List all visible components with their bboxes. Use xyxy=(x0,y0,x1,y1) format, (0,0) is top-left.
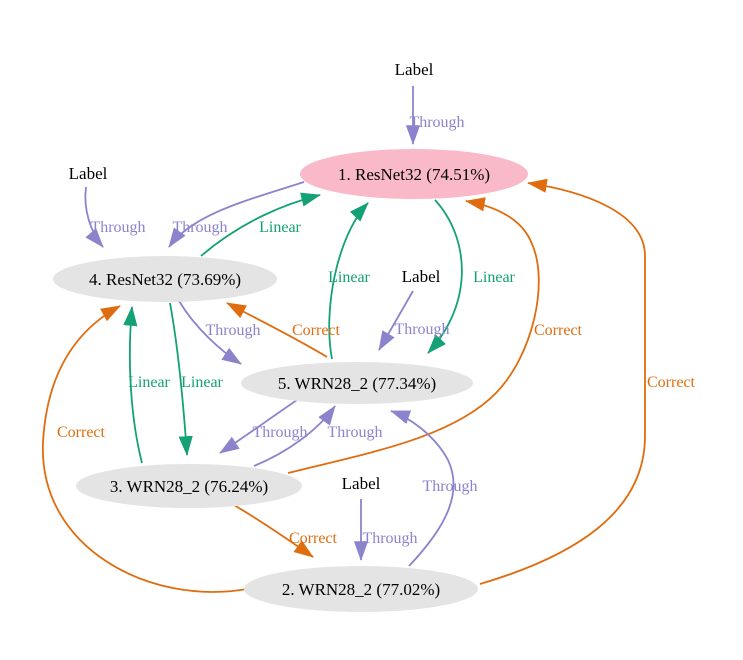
edge-3-to-2-correct xyxy=(233,504,314,558)
edge-label-1-5: Linear xyxy=(473,269,515,286)
node-5-ellipse xyxy=(241,362,473,404)
input-label-bottom: Label xyxy=(342,474,381,493)
node-3-label: 3. WRN28_2 (76.24%) xyxy=(110,477,268,496)
edge-label-2-4: Correct xyxy=(57,424,106,441)
edge-3-to-4-linear xyxy=(123,306,143,464)
node-4-ellipse xyxy=(53,256,277,302)
edge-5-to-3-through xyxy=(219,399,298,454)
node-1-ellipse xyxy=(300,149,528,199)
node-1-resnet32: 1. ResNet32 (74.51%) xyxy=(300,149,528,199)
nodes: 1. ResNet32 (74.51%) 4. ResNet32 (73.69%… xyxy=(53,149,528,612)
edge-labels: Through Through Through Linear Linear Li… xyxy=(57,114,696,547)
edge-label-4-1: Linear xyxy=(259,219,301,236)
node-2-ellipse xyxy=(244,566,478,612)
edge-3-to-1-correct xyxy=(287,197,540,474)
edge-label-labeltop-1: Through xyxy=(409,114,464,131)
edge-4-to-3-linear xyxy=(169,302,193,456)
edge-2-to-5-through xyxy=(390,410,455,567)
edge-3-to-5-through xyxy=(253,405,336,467)
edge-4-to-1-linear xyxy=(200,192,321,257)
edge-labelleft-to-4-through xyxy=(84,186,104,248)
edge-label-5-3: Through xyxy=(252,424,307,441)
edge-5-to-1-linear xyxy=(328,202,369,360)
input-label-top: Label xyxy=(395,60,434,79)
input-label-middle: Label xyxy=(402,267,441,286)
edge-label-5-4: Correct xyxy=(292,322,341,339)
edge-5-to-4-correct xyxy=(226,302,328,358)
node-1-label: 1. ResNet32 (74.51%) xyxy=(338,165,490,184)
edge-label-3-1: Correct xyxy=(534,322,583,339)
node-3-ellipse xyxy=(76,464,302,508)
edge-label-1-4: Through xyxy=(172,219,227,236)
node-4-label: 4. ResNet32 (73.69%) xyxy=(89,270,241,289)
node-4-resnet32: 4. ResNet32 (73.69%) xyxy=(53,256,277,302)
edge-label-4-5: Through xyxy=(205,322,260,339)
node-5-label: 5. WRN28_2 (77.34%) xyxy=(278,374,436,393)
edge-label-4-3: Linear xyxy=(181,374,223,391)
edge-label-labelbottom-2: Through xyxy=(362,530,417,547)
input-label-left: Label xyxy=(69,164,108,183)
input-labels: Label Label Label Label xyxy=(69,60,441,493)
edge-label-3-2: Correct xyxy=(289,530,338,547)
edge-label-labelmiddle-5: Through xyxy=(394,321,449,338)
edge-1-to-5-linear xyxy=(427,199,463,354)
edge-labelmiddle-to-5-through xyxy=(378,290,414,351)
node-5-wrn28-2: 5. WRN28_2 (77.34%) xyxy=(241,362,473,404)
edge-4-to-5-through xyxy=(178,300,242,365)
node-3-wrn28-2: 3. WRN28_2 (76.24%) xyxy=(76,464,302,508)
edges xyxy=(42,86,646,593)
node-2-wrn28-2: 2. WRN28_2 (77.02%) xyxy=(244,566,478,612)
edge-2-to-4-correct xyxy=(42,305,248,593)
edge-label-labelleft-4: Through xyxy=(90,219,145,236)
edge-label-2-1: Correct xyxy=(647,374,696,391)
node-2-label: 2. WRN28_2 (77.02%) xyxy=(282,580,440,599)
edge-label-3-4: Linear xyxy=(128,374,170,391)
edge-label-5-1: Linear xyxy=(328,269,370,286)
edge-label-2-5: Through xyxy=(422,478,477,495)
edge-1-to-4-through xyxy=(168,181,305,248)
edge-label-3-5: Through xyxy=(327,424,382,441)
edge-2-to-1-correct xyxy=(479,178,646,585)
